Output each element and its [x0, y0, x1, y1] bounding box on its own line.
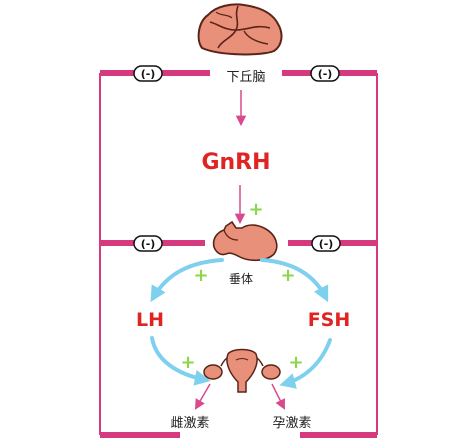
svg-text:(-): (-) — [319, 238, 334, 251]
minus-badge-mid-left: (-) — [133, 235, 163, 252]
loop-arrow-lh-to-ovary — [150, 336, 211, 386]
fsh-label: FSH — [308, 309, 351, 331]
loop-arrow-fsh-to-ovary — [279, 338, 332, 389]
plus-sign-lh-lower: + — [180, 352, 195, 373]
minus-badge-mid-right: (-) — [311, 235, 341, 252]
plus-sign-fsh-upper: + — [280, 265, 295, 286]
minus-badge-top-left: (-) — [133, 65, 163, 82]
arrow-ovary-to-estrogen — [194, 383, 211, 410]
plus-sign-lh-upper: + — [193, 265, 208, 286]
gnrh-label: GnRH — [201, 150, 270, 175]
minus-badge-top-right: (-) — [310, 65, 340, 82]
bottom-left-bar — [100, 432, 180, 438]
svg-text:(-): (-) — [141, 238, 156, 251]
hypothalamus-label: 下丘脑 — [226, 70, 265, 85]
loop-arrow-pituitary-to-fsh — [260, 258, 329, 303]
svg-text:(-): (-) — [318, 68, 333, 81]
estrogen-label: 雌激素 — [170, 415, 209, 431]
plus-sign-gnrh: + — [248, 199, 263, 220]
pituitary-gland-icon — [212, 220, 278, 262]
uterus-ovaries-icon — [203, 348, 281, 393]
brain-icon — [197, 3, 283, 56]
plus-sign-fsh-lower: + — [288, 352, 303, 373]
pituitary-label: 垂体 — [229, 272, 253, 286]
progesterone-label: 孕激素 — [272, 416, 311, 431]
bottom-right-bar — [300, 432, 377, 438]
loop-arrow-pituitary-to-lh — [150, 258, 224, 303]
arrow-ovary-to-progesterone — [271, 383, 285, 410]
lh-label: LH — [136, 309, 164, 331]
svg-text:(-): (-) — [141, 68, 156, 81]
